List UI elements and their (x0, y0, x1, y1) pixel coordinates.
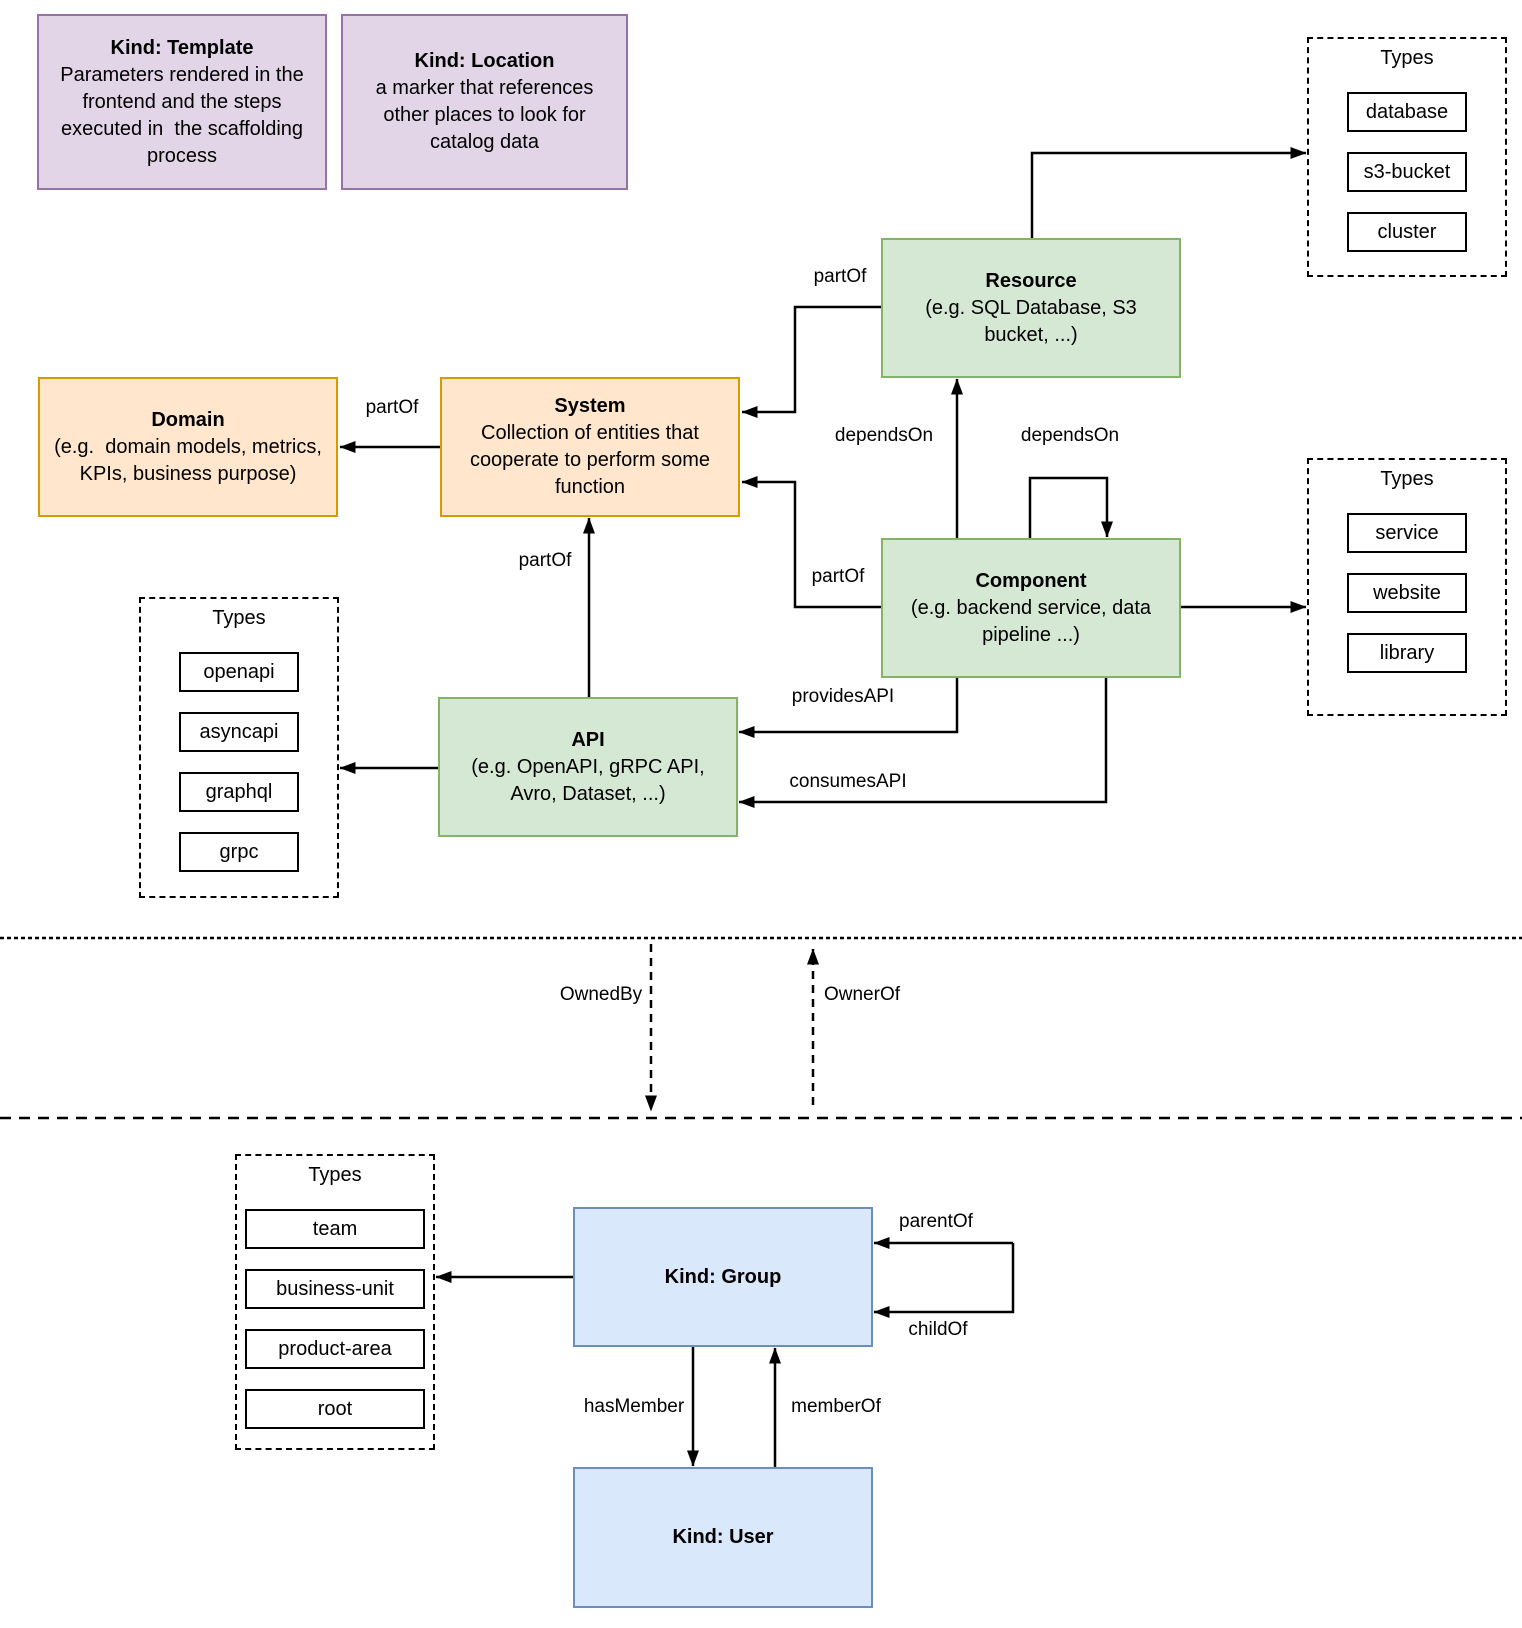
type-item-graphql: graphql (179, 772, 299, 812)
edge-resource-types (1030, 147, 1307, 238)
node-title: Kind: Group (664, 1265, 782, 1288)
edge-partof-component-system (741, 476, 881, 609)
node-body: (e.g. domain models, metrics, KPIs, busi… (54, 435, 328, 485)
panel-title: Types (308, 1164, 362, 1186)
edge-childof (873, 1243, 1015, 1318)
label-ownedby: OwnedBy (556, 984, 646, 1006)
node-body: Collection of entities that cooperate to… (469, 422, 716, 498)
node-component: Component (e.g. backend service, data pi… (881, 538, 1181, 678)
label-consumesapi: consumesAPI (786, 771, 910, 793)
panel-group-types: Types team business-unit product-area ro… (235, 1154, 435, 1450)
edge-consumesapi (738, 678, 1108, 808)
label-partof-component-system: partOf (808, 566, 868, 588)
node-body: (e.g. SQL Database, S3 bucket, ...) (925, 296, 1143, 346)
type-item-website: website (1347, 573, 1467, 613)
label-dependson-component-self: dependsOn (1017, 425, 1123, 447)
node-title: System (554, 395, 626, 417)
type-item-business-unit: business-unit (245, 1269, 425, 1309)
node-body: (e.g. OpenAPI, gRPC API, Avro, Dataset, … (471, 755, 710, 805)
node-title: Resource (985, 269, 1077, 292)
node-title: Kind: Location (414, 50, 555, 72)
node-system: System Collection of entities that coope… (440, 377, 740, 517)
label-childof: childOf (905, 1319, 971, 1341)
label-partof-resource-system: partOf (810, 266, 870, 288)
panel-title: Types (1380, 47, 1434, 69)
label-memberof: memberOf (788, 1396, 884, 1418)
node-title: Domain (151, 408, 225, 431)
type-item-cluster: cluster (1347, 212, 1467, 252)
edge-providesapi (738, 678, 959, 738)
node-body: Parameters rendered in the frontend and … (60, 63, 310, 167)
label-parentof: parentOf (896, 1211, 976, 1233)
type-item-grpc: grpc (179, 832, 299, 872)
type-item-library: library (1347, 633, 1467, 673)
edge-dependson-component-self (1028, 476, 1113, 538)
node-title: API (571, 728, 605, 751)
node-body: (e.g. backend service, data pipeline ...… (910, 596, 1157, 646)
type-item-root: root (245, 1389, 425, 1429)
label-hasmember: hasMember (580, 1396, 688, 1418)
type-item-asyncapi: asyncapi (179, 712, 299, 752)
node-kind-template: Kind: Template Parameters rendered in th… (37, 14, 327, 190)
node-resource: Resource (e.g. SQL Database, S3 bucket, … (881, 238, 1181, 378)
edge-partof-resource-system (741, 305, 881, 418)
node-kind-user: Kind: User (573, 1467, 873, 1608)
label-partof-api-system: partOf (515, 550, 575, 572)
node-title: Kind: Template (110, 36, 254, 59)
node-kind-group: Kind: Group (573, 1207, 873, 1347)
type-item-service: service (1347, 513, 1467, 553)
node-domain: Domain (e.g. domain models, metrics, KPI… (38, 377, 338, 517)
node-title: Kind: User (672, 1526, 774, 1548)
label-ownerof: OwnerOf (820, 984, 904, 1006)
panel-title: Types (212, 607, 266, 629)
label-providesapi: providesAPI (788, 686, 898, 708)
node-body: a marker that references other places to… (375, 77, 599, 153)
label-partof-system-domain: partOf (362, 397, 422, 419)
node-title: Component (975, 569, 1087, 592)
node-api: API (e.g. OpenAPI, gRPC API, Avro, Datas… (438, 697, 738, 837)
label-dependson-component-resource: dependsOn (831, 425, 937, 447)
panel-component-types: Types service website library (1307, 458, 1507, 716)
type-item-team: team (245, 1209, 425, 1249)
type-item-product-area: product-area (245, 1329, 425, 1369)
type-item-s3-bucket: s3-bucket (1347, 152, 1467, 192)
node-kind-location: Kind: Location a marker that references … (341, 14, 628, 190)
type-item-openapi: openapi (179, 652, 299, 692)
panel-api-types: Types openapi asyncapi graphql grpc (139, 597, 339, 898)
type-item-database: database (1347, 92, 1467, 132)
panel-resource-types: Types database s3-bucket cluster (1307, 37, 1507, 277)
panel-title: Types (1380, 468, 1434, 490)
